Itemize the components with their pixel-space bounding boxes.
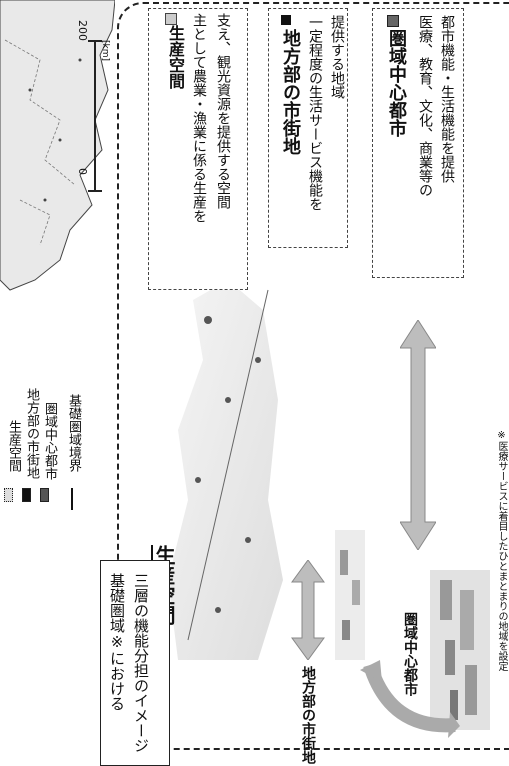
legend-label-regional-city: 圏域中心都市 [42, 402, 57, 480]
scale-label-zero: 0 [76, 168, 89, 175]
legend-label-local-town: 地方部の市街地 [24, 388, 39, 479]
arrow-production-local [291, 560, 325, 660]
legend-swatch-local-town [22, 488, 31, 502]
production-box-marker [165, 13, 177, 25]
production-box-line2: 支え、観光資源を提供する空間 [215, 13, 231, 209]
arrow-local-city [360, 660, 460, 738]
label-local-town: 地方部の市街地 [300, 666, 316, 764]
legend-label-production: 生産空間 [6, 420, 21, 472]
local-town-image [335, 530, 365, 660]
caption-box: 基礎圏域※における 三層の機能分担のイメージ [100, 560, 170, 766]
regional-city-image [430, 570, 490, 730]
production-description-box: 生産空間 主として農業・漁業に係る生産を 支え、観光資源を提供する空間 [148, 8, 248, 290]
regional-city-box-title: 圏域中心都市 [386, 29, 407, 137]
production-landscape-image [168, 280, 283, 660]
regional-city-description-box: 圏域中心都市 医療、教育、文化、商業等の 都市機能・生活機能を提供 [372, 8, 464, 278]
legend-swatch-production [4, 488, 13, 502]
local-town-box-line2: 提供する地域 [329, 15, 345, 99]
local-town-description-box: 地方部の市街地 一定程度の生活サービス機能を 提供する地域 [268, 8, 348, 248]
label-regional-city: 圏域中心都市 [402, 612, 418, 696]
legend-label-boundary: 基礎圏域境界 [66, 394, 81, 472]
legend-swatch-regional-city [40, 488, 49, 502]
production-box-line1: 主として農業・漁業に係る生産を [191, 13, 207, 223]
regional-city-box-line2: 都市機能・生活機能を提供 [439, 15, 455, 183]
hokkaido-map [0, 0, 115, 291]
scale-label-max: 200 [76, 20, 89, 41]
production-box-title: 生産空間 [166, 25, 185, 89]
local-town-box-marker [281, 15, 291, 25]
footnote: ※医療サービスに着目したひとまとまりの地域を設定 [496, 430, 507, 671]
regional-city-box-marker [387, 15, 399, 27]
scale-bar [88, 30, 102, 210]
legend-swatch-boundary [71, 488, 73, 510]
caption-line1: 基礎圏域※における [108, 573, 126, 711]
regional-city-box-line1: 医療、教育、文化、商業等の [417, 15, 433, 197]
legend: 生産空間 地方部の市街地 圏域中心都市 基礎圏域境界 [2, 0, 82, 530]
scale-unit: [km] [100, 40, 110, 62]
arrow-production-city [400, 320, 436, 550]
basic-area-boundary [117, 2, 509, 750]
caption-line2: 三層の機能分担のイメージ [132, 573, 150, 753]
local-town-box-title: 地方部の市街地 [280, 29, 301, 155]
local-town-box-line1: 一定程度の生活サービス機能を [307, 15, 323, 211]
